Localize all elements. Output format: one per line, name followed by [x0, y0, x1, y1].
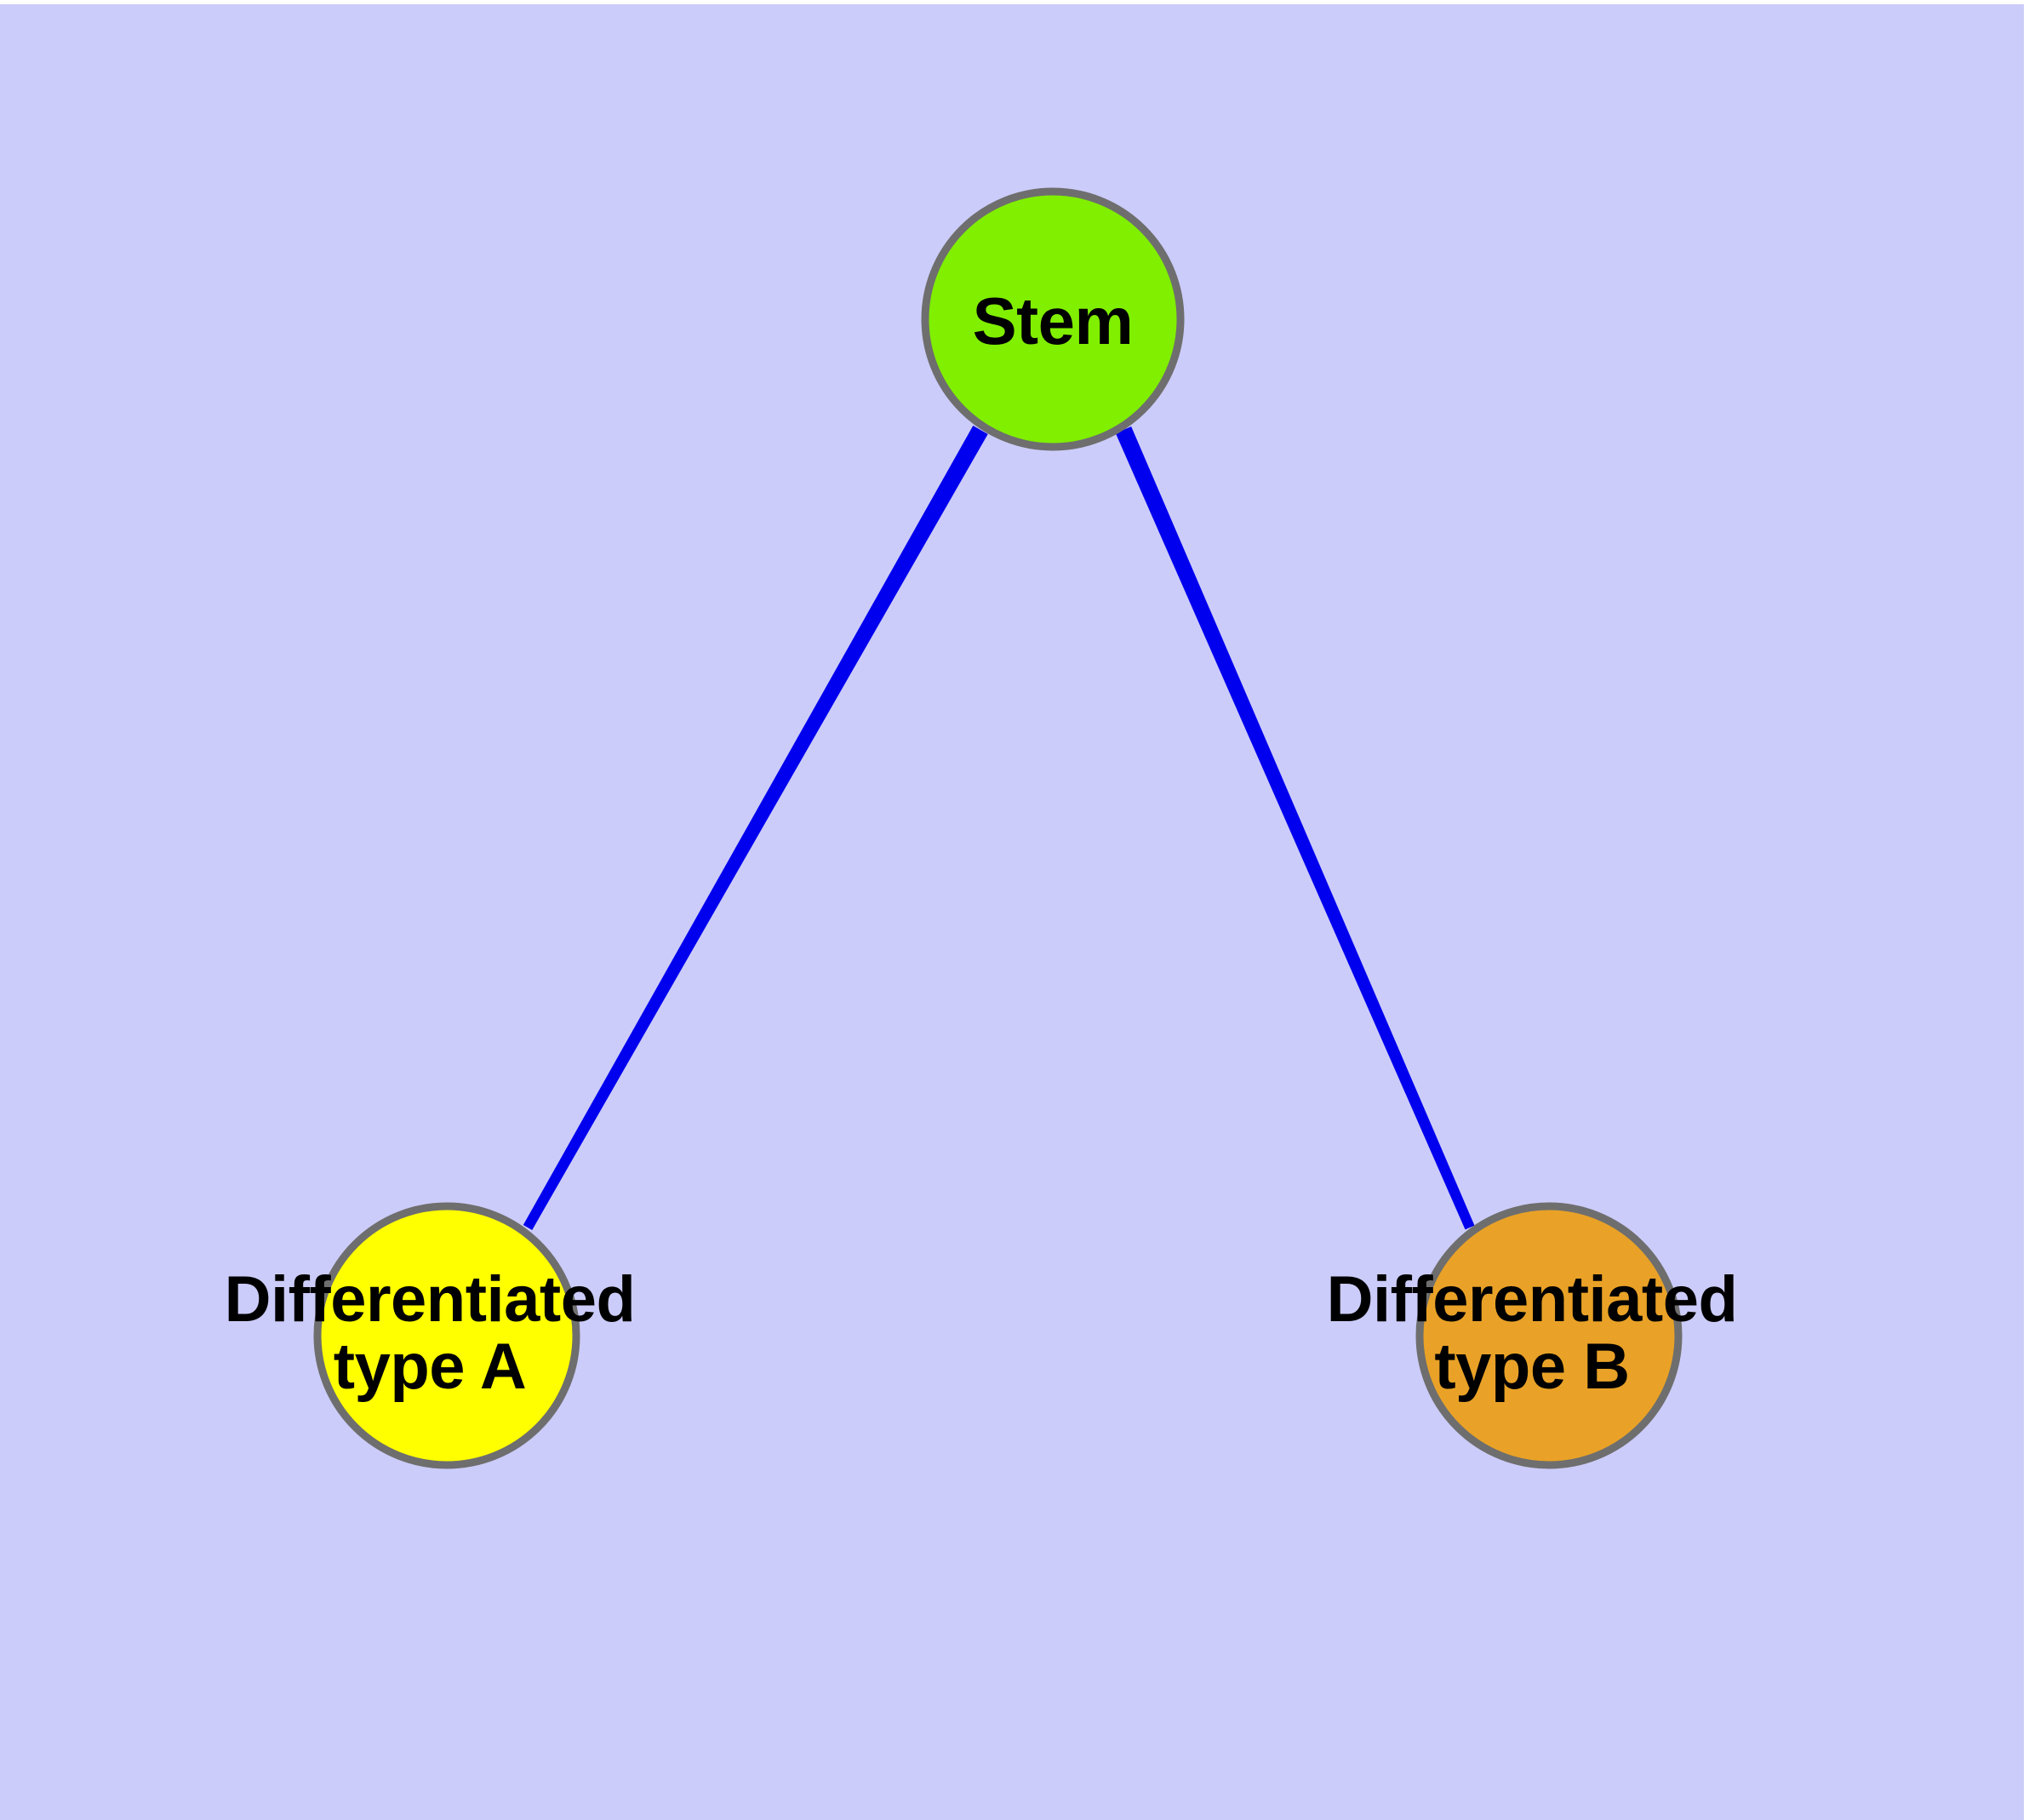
node-stem[interactable] — [921, 187, 1185, 451]
node-differentiated-type-b[interactable] — [1415, 1202, 1683, 1469]
edge-stem-to-diffB[interactable] — [1115, 426, 1475, 1230]
edge-stem-to-diffA[interactable] — [523, 426, 988, 1230]
edge-layer — [523, 426, 1475, 1230]
node-differentiated-type-a[interactable] — [313, 1202, 580, 1469]
node-layer — [313, 187, 1683, 1469]
